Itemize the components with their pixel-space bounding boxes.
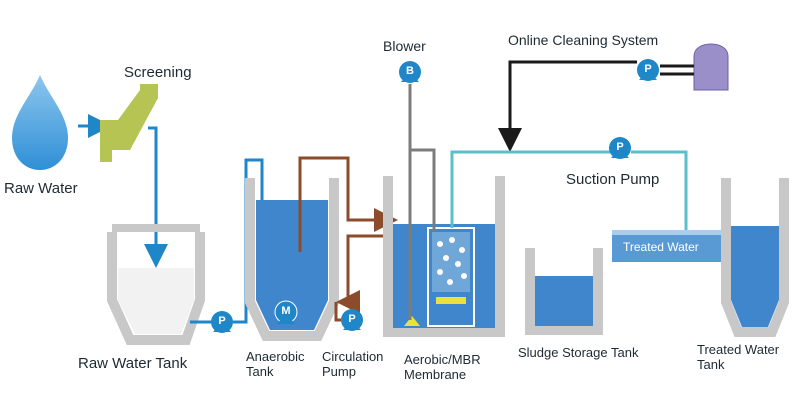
raw-water-tank: [107, 232, 205, 345]
aerator-icon: [404, 316, 420, 326]
anaerobic-tank-label: Anaerobic Tank: [246, 349, 305, 379]
raw-water-label: Raw Water: [4, 180, 78, 197]
online-cleaning-system-label: Online Cleaning System: [508, 32, 659, 48]
cleaning-tank: [693, 43, 729, 91]
sludge-storage-tank: [525, 248, 603, 335]
cleaning-pump-letter: P: [644, 63, 652, 75]
treated-water-pipe-label: Treated Water: [623, 240, 699, 254]
raw-water-drop-icon: [12, 75, 68, 170]
membrane-bar: [436, 297, 466, 304]
suction-pump-letter: P: [616, 141, 624, 153]
raw-water-tank-label: Raw Water Tank: [78, 355, 188, 372]
sludge-storage-tank-label: Sludge Storage Tank: [518, 345, 639, 360]
screening-icon: [100, 84, 158, 162]
suction-pump-label: Suction Pump: [566, 171, 660, 188]
raw-feed-pump-letter: P: [218, 315, 226, 327]
blower-letter: B: [406, 65, 414, 77]
anaerobic-tank: [245, 178, 339, 341]
mixer-letter: M: [281, 305, 291, 317]
circulation-pump-label: Circulation Pump: [322, 349, 384, 379]
blower-label: Blower: [383, 38, 426, 54]
aerobic-mbr-tank: [383, 176, 505, 337]
treated-water-tank: [721, 178, 789, 337]
aerobic-mbr-label: Aerobic/MBR Membrane: [404, 352, 481, 382]
treated-water-tank-label: Treated Water Tank: [697, 342, 780, 372]
circulation-pump-letter: P: [348, 313, 356, 325]
screening-label: Screening: [124, 64, 192, 81]
treated-water-pipe: [612, 230, 724, 262]
